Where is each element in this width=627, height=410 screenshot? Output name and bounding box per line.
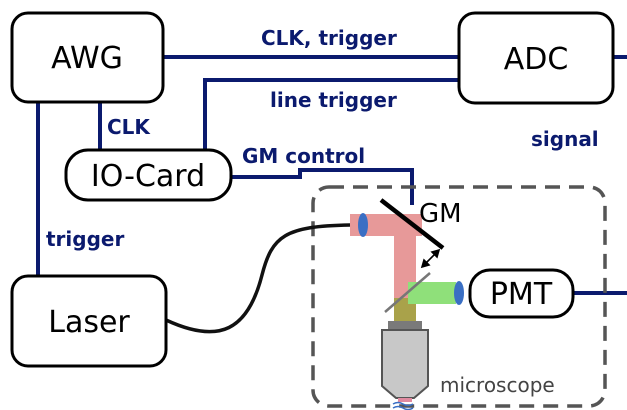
pmt-lens (454, 281, 464, 305)
gm-rotation-arrow (420, 248, 441, 269)
collimator-lens (358, 213, 368, 237)
io-card-block: IO-Card (64, 148, 233, 202)
pmt-block: PMT (468, 268, 575, 319)
pmt-label: PMT (490, 277, 553, 312)
signal-label: signal (531, 127, 599, 151)
awg-label: AWG (51, 41, 123, 76)
laser-block: Laser (10, 274, 168, 368)
dichroic-mirror (384, 272, 431, 313)
microscope-frame (311, 185, 607, 408)
trigger-label: trigger (46, 227, 124, 251)
adc-block: ADC (457, 11, 615, 105)
line-trigger-line (203, 78, 459, 150)
adc-label: ADC (504, 42, 569, 77)
awg-block: AWG (10, 11, 165, 104)
galvo-mirror (379, 198, 445, 250)
fiber-cable (165, 223, 351, 334)
gm-control-line (231, 168, 414, 205)
clk-trigger-label: CLK, trigger (261, 26, 397, 50)
io-card-label: IO-Card (91, 159, 205, 194)
gm-control-label: GM control (242, 144, 365, 168)
gm-label: GM (419, 199, 462, 229)
laser-label: Laser (48, 305, 130, 340)
fluorescence-beam (408, 282, 456, 304)
microscope-label: microscope (440, 373, 555, 397)
line-trigger-label: line trigger (270, 88, 397, 112)
objective-icon (381, 321, 429, 410)
connection-lines (36, 55, 627, 295)
clk-label: CLK (107, 115, 151, 139)
